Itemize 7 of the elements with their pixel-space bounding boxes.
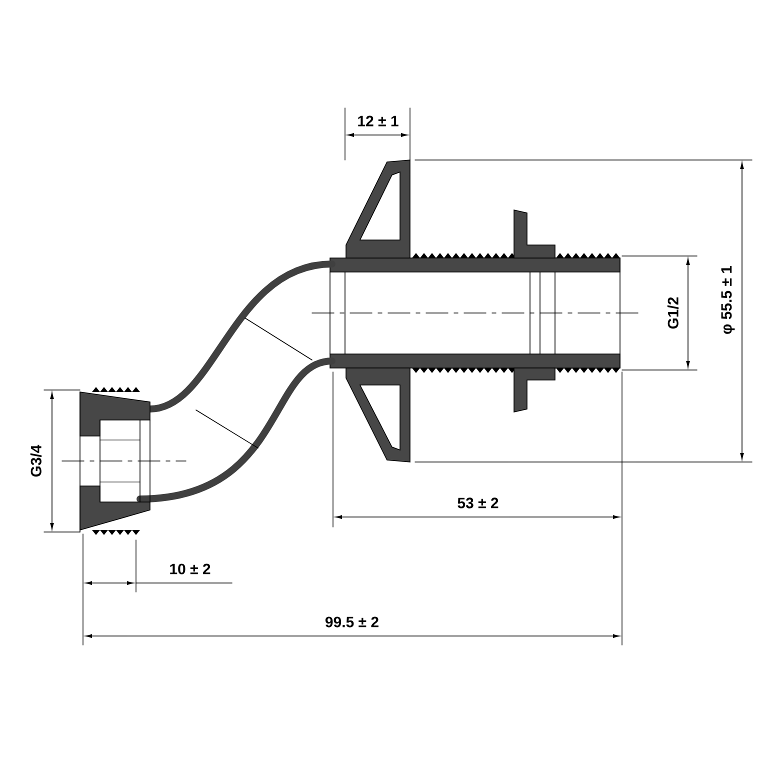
dimension-label: 99.5 ± 2: [325, 616, 378, 628]
dimension-label: φ 55.5 ± 1: [721, 266, 735, 334]
dimension-label: 53 ± 2: [458, 498, 498, 508]
dimension-label: 12 ± 1: [358, 116, 398, 126]
dimension-label: G3/4: [30, 444, 42, 477]
dimension-label: G1/2: [667, 297, 679, 329]
dimension-label: 10 ± 2: [170, 564, 210, 574]
